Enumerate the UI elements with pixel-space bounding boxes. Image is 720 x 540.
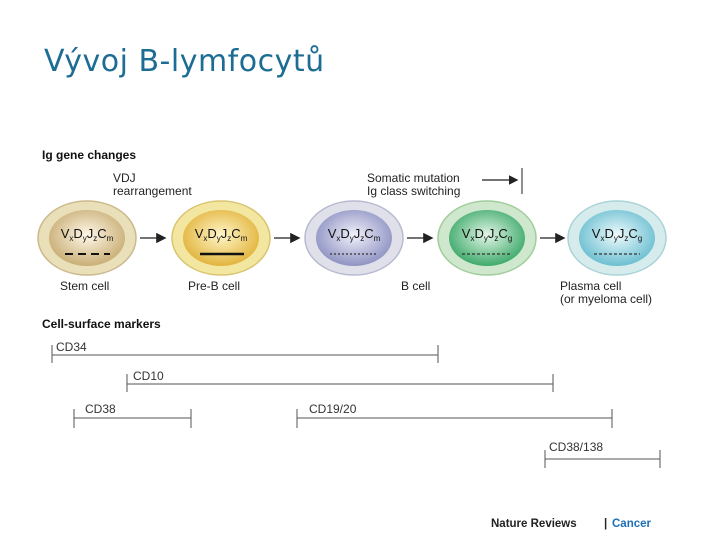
label-plasma-cell-note: (or myeloma cell) [560,292,652,306]
credit-separator: | [604,518,607,530]
marker-cd38-138: CD38/138 [544,440,661,468]
mutated-gene-label: VxDyJzCg [462,226,512,243]
marker-cd19-20: CD19/20 [296,402,613,428]
cell-b: VxDyJzCm [304,200,404,276]
cell-pre-b: VxDyJzCm [171,200,271,276]
marker-cd38-label: CD38 [85,402,116,416]
cell-surface-markers-heading: Cell-surface markers [42,317,161,331]
marker-cd38-138-label: CD38/138 [549,440,603,454]
credit-brand: Nature Reviews [491,518,577,530]
b-gene-label: VxDyJzCm [328,226,381,243]
marker-cd10: CD10 [126,369,554,392]
label-b-cell: B cell [401,279,430,293]
marker-cd10-label: CD10 [133,369,164,383]
marker-cd19-20-label: CD19/20 [309,402,357,416]
label-plasma-cell: Plasma cell [560,279,621,293]
slide-title: Vývoj B-lymfocytů [44,44,325,79]
label-pre-b-cell: Pre-B cell [188,279,240,293]
stem-gene-label: VxDyJzCm [61,226,114,243]
marker-cd34-label: CD34 [56,340,87,354]
marker-cd34: CD34 [51,340,439,363]
plasma-gene-label: VxDyJzCg [592,226,642,243]
ig-gene-changes-heading: Ig gene changes [42,148,136,162]
somatic-mutation-label: Somatic mutation [367,171,460,185]
label-stem-cell: Stem cell [60,279,109,293]
marker-cd38: CD38 [73,402,192,428]
pre-b-gene-label: VxDyJzCm [195,226,248,243]
vdj-label-line1: VDJ [113,171,136,185]
vdj-label-line2: rearrangement [113,184,192,198]
cell-plasma: VxDyJzCg [567,200,667,276]
credit-journal: Cancer [612,518,652,530]
cell-stem: VxDyJzCm [37,200,137,276]
class-switching-label: Ig class switching [367,184,460,198]
cell-b-mutated: VxDyJzCg [437,200,537,276]
